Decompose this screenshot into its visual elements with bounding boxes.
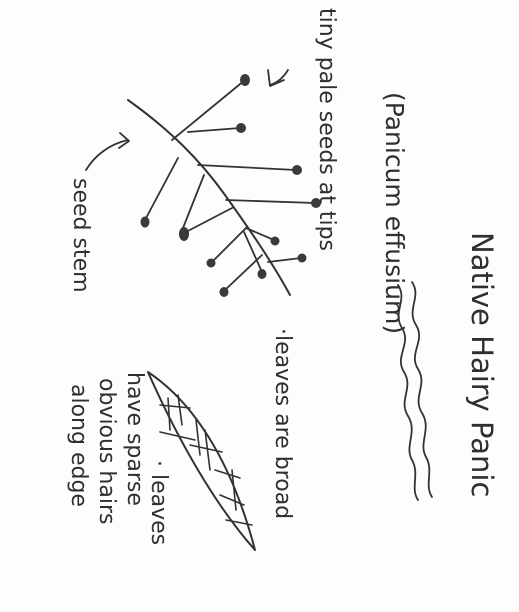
seed [292, 165, 302, 175]
seed-head-drawing [128, 74, 321, 297]
branch [226, 200, 315, 203]
seed [220, 287, 229, 297]
seed [298, 254, 307, 263]
stem-arrow [86, 133, 129, 170]
branch [246, 228, 274, 240]
leaves-broad-label: ·leaves are broad [270, 328, 295, 519]
branch [198, 165, 296, 170]
seed [258, 269, 267, 279]
leaf-hair [220, 495, 244, 505]
branch [268, 258, 301, 262]
seed [240, 74, 250, 86]
hairs-label-line3: obvious hairs [94, 378, 119, 524]
leaf-hair [226, 520, 252, 525]
branch [145, 158, 178, 220]
seed [271, 237, 280, 246]
seed [179, 227, 189, 241]
leaf-hair [196, 420, 200, 455]
stem-label: seed stem [68, 178, 93, 293]
branch [225, 255, 262, 290]
seed [236, 123, 246, 133]
branch [183, 175, 204, 228]
leaf-hair [190, 445, 222, 452]
seed [207, 259, 216, 268]
hairs-label-line2: have sparse [122, 372, 147, 506]
branch [244, 232, 262, 272]
title-text: Native Hairy Panic [465, 232, 499, 497]
branch [188, 128, 240, 132]
leaf-hair [168, 398, 170, 430]
hairs-label-line4: along edge [66, 384, 91, 507]
scientific-name-text: (Panicum effusium) [380, 92, 409, 334]
hairs-label-line1: · leaves [146, 460, 171, 545]
branch [184, 208, 232, 233]
seeds-label: tiny pale seeds at tips [314, 8, 339, 251]
seeds-arrow [268, 70, 288, 86]
seed [141, 217, 150, 228]
branch [212, 228, 246, 262]
